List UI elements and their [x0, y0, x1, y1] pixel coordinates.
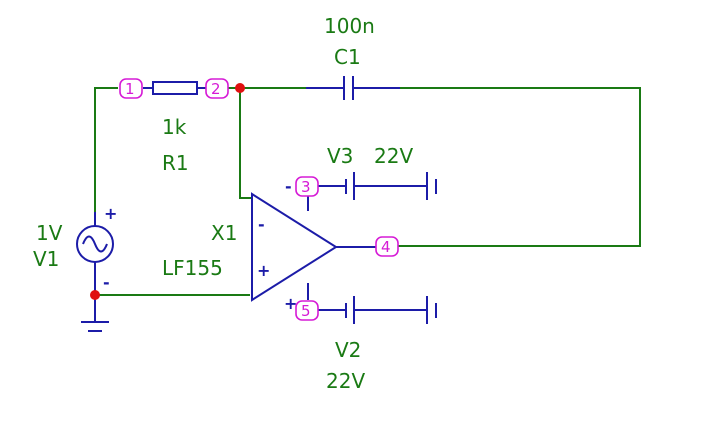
v2-plus-sign: + [284, 294, 297, 313]
node-1[interactable]: 1 [119, 78, 143, 99]
opamp-x1[interactable] [251, 192, 376, 302]
wire-c1-to-output [372, 87, 641, 247]
opamp-ref-label: X1 [211, 221, 237, 245]
v3-value-label: 22V [374, 144, 413, 168]
v1-value-label: 1V [36, 221, 63, 245]
r1-ref-label: R1 [162, 151, 189, 175]
opamp-inverting-sign: - [258, 215, 265, 234]
node-1-label: 1 [125, 80, 135, 98]
v2-ref-label: V2 [335, 338, 361, 362]
v1-ref-label: V1 [33, 247, 59, 271]
resistor-r1[interactable] [143, 81, 206, 95]
c1-value-label: 100n [324, 14, 375, 38]
wire-v1-to-node1 [94, 87, 118, 212]
v3-ref-label: V3 [327, 144, 353, 168]
node-2-label: 2 [211, 80, 221, 98]
capacitor-c1[interactable] [306, 76, 400, 100]
node-3-label: 3 [301, 178, 311, 196]
v1-minus-sign: - [103, 273, 110, 292]
v3-minus-sign: - [285, 177, 292, 196]
node-3[interactable]: 3 [295, 176, 319, 197]
ground-symbol [81, 295, 109, 332]
junction-dot-ground [90, 290, 100, 300]
dc-supply-v2[interactable] [318, 296, 437, 324]
v2-value-label: 22V [326, 369, 365, 393]
ac-source-v1[interactable] [76, 212, 114, 295]
opamp-model-label: LF155 [162, 256, 223, 280]
wire-feedback-inverting [239, 88, 252, 199]
node-4[interactable]: 4 [375, 236, 399, 257]
opamp-noninverting-sign: + [257, 261, 270, 280]
node-2[interactable]: 2 [205, 78, 229, 99]
r1-value-label: 1k [162, 115, 187, 139]
c1-ref-label: C1 [334, 45, 361, 69]
node-5[interactable]: 5 [295, 300, 319, 321]
v1-plus-sign: + [104, 204, 117, 223]
dc-supply-v3[interactable] [318, 172, 437, 200]
node-4-label: 4 [381, 238, 391, 256]
junction-dot-node2 [235, 83, 245, 93]
node-5-label: 5 [301, 302, 311, 320]
